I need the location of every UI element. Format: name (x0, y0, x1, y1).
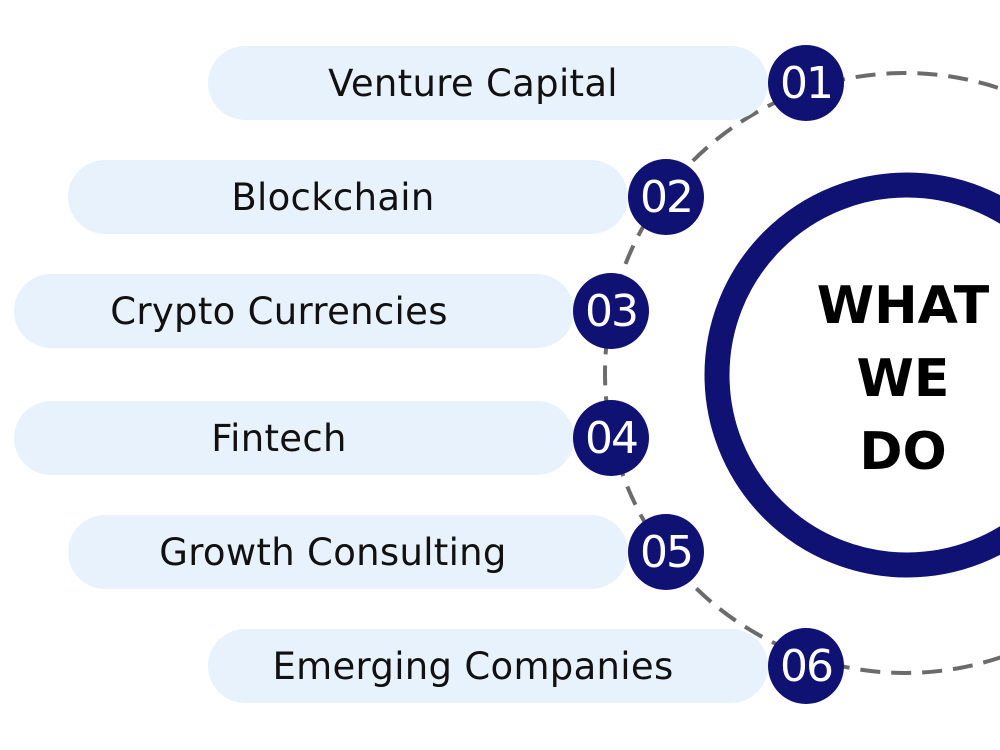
number-badge-01: 01 (768, 45, 844, 121)
number-badge-02: 02 (628, 159, 704, 235)
badge-number: 03 (585, 285, 639, 337)
pill-blockchain: Blockchain (68, 160, 628, 234)
pill-label: Blockchain (231, 175, 435, 219)
badge-number: 06 (780, 640, 834, 692)
badge-number: 04 (585, 412, 639, 464)
pill-crypto-currencies: Crypto Currencies (14, 274, 574, 348)
badge-number: 05 (640, 526, 694, 578)
badge-number: 02 (640, 171, 694, 223)
pill-venture-capital: Venture Capital (208, 46, 768, 120)
center-title: WHAT WE DO (808, 270, 998, 489)
pill-label: Crypto Currencies (110, 289, 448, 333)
pill-growth-consulting: Growth Consulting (68, 515, 628, 589)
number-badge-06: 06 (768, 628, 844, 704)
number-badge-04: 04 (573, 400, 649, 476)
pill-fintech: Fintech (14, 401, 574, 475)
title-line-what: WHAT (816, 276, 990, 336)
pill-emerging-companies: Emerging Companies (208, 629, 768, 703)
title-line-we: WE (856, 349, 950, 409)
badge-number: 01 (780, 57, 834, 109)
center-ring (704, 172, 1000, 578)
number-badge-05: 05 (628, 514, 704, 590)
pill-label: Fintech (211, 416, 347, 460)
dashed-outer-circle (603, 71, 1000, 675)
pill-label: Growth Consulting (159, 530, 507, 574)
pill-label: Venture Capital (328, 61, 618, 105)
number-badge-03: 03 (573, 273, 649, 349)
pill-label: Emerging Companies (272, 644, 674, 688)
title-line-do: DO (859, 422, 947, 482)
